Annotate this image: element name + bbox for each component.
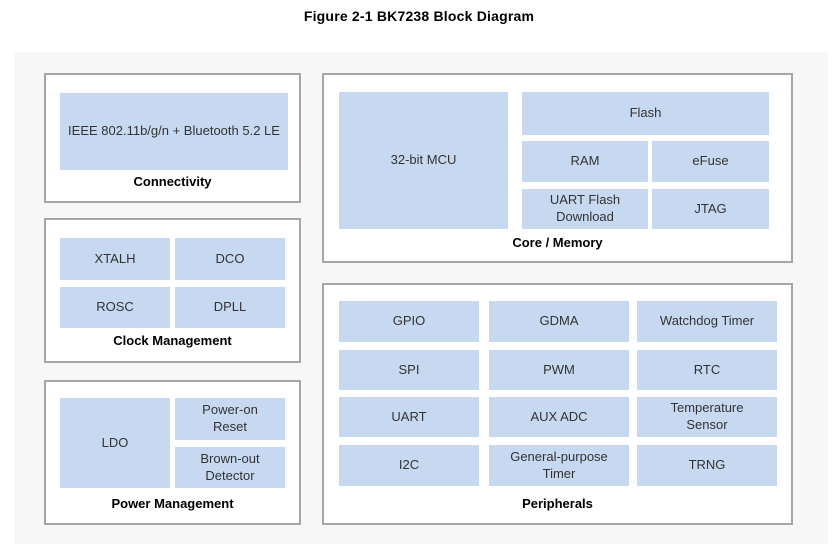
- block-ram: RAM: [522, 141, 648, 182]
- block-dpll: DPLL: [175, 287, 285, 328]
- block-gpio: GPIO: [339, 301, 479, 342]
- block-brown-out-detector: Brown-out Detector: [175, 447, 285, 488]
- block-gdma: GDMA: [489, 301, 629, 342]
- block-efuse: eFuse: [652, 141, 769, 182]
- section-connectivity: IEEE 802.11b/g/n + Bluetooth 5.2 LE Conn…: [44, 73, 301, 203]
- section-power-management: LDO Power-on Reset Brown-out Detector Po…: [44, 380, 301, 525]
- section-core-memory: 32-bit MCU Flash RAM eFuse UART Flash Do…: [322, 73, 793, 263]
- block-uart-flash-download: UART Flash Download: [522, 189, 648, 229]
- section-label-peripherals: Peripherals: [522, 496, 593, 511]
- figure-title: Figure 2-1 BK7238 Block Diagram: [303, 8, 535, 24]
- section-clock-management: XTALH DCO ROSC DPLL Clock Management: [44, 218, 301, 363]
- block-flash: Flash: [522, 92, 769, 135]
- diagram-canvas: IEEE 802.11b/g/n + Bluetooth 5.2 LE Conn…: [14, 52, 828, 544]
- block-rtc: RTC: [637, 350, 777, 390]
- block-watchdog-timer: Watchdog Timer: [637, 301, 777, 342]
- block-uart: UART: [339, 397, 479, 437]
- block-temperature-sensor: Temperature Sensor: [637, 397, 777, 437]
- block-wifi-bluetooth: IEEE 802.11b/g/n + Bluetooth 5.2 LE: [60, 93, 288, 170]
- block-aux-adc: AUX ADC: [489, 397, 629, 437]
- block-power-on-reset: Power-on Reset: [175, 398, 285, 440]
- block-32-bit-mcu: 32-bit MCU: [339, 92, 508, 229]
- section-label-connectivity: Connectivity: [133, 174, 212, 189]
- block-pwm: PWM: [489, 350, 629, 390]
- block-spi: SPI: [339, 350, 479, 390]
- block-jtag: JTAG: [652, 189, 769, 229]
- section-label-clock-management: Clock Management: [113, 333, 232, 348]
- block-xtalh: XTALH: [60, 238, 170, 280]
- block-i2c: I2C: [339, 445, 479, 486]
- block-ldo: LDO: [60, 398, 170, 488]
- section-label-power-management: Power Management: [111, 496, 234, 511]
- block-general-purpose-timer: General-purpose Timer: [489, 445, 629, 486]
- section-label-core-memory: Core / Memory: [512, 235, 603, 250]
- section-peripherals: GPIO GDMA Watchdog Timer SPI PWM RTC UAR…: [322, 283, 793, 525]
- block-rosc: ROSC: [60, 287, 170, 328]
- block-dco: DCO: [175, 238, 285, 280]
- block-trng: TRNG: [637, 445, 777, 486]
